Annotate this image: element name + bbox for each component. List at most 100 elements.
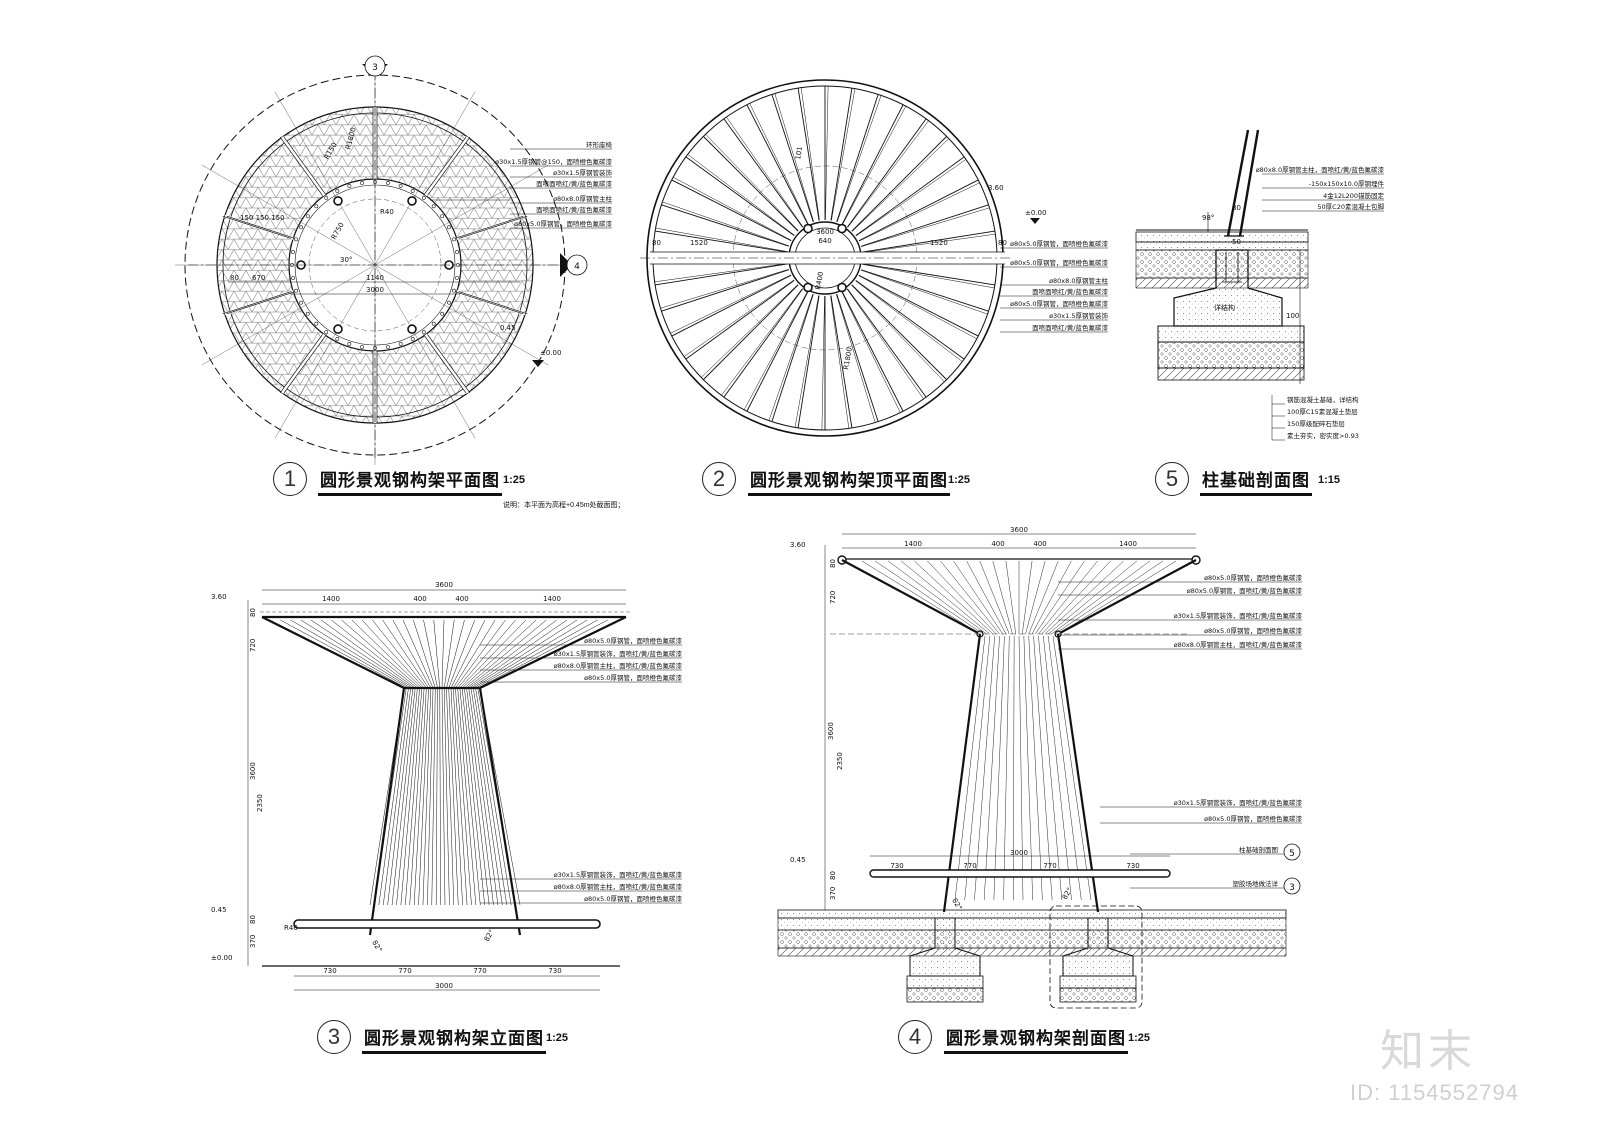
drawing-scale-4: 1:25 (1128, 1032, 1151, 1044)
dim-30deg: 30° (340, 256, 352, 264)
dim-vertical: 2350 (836, 752, 844, 770)
dim-vertical: 720 (249, 639, 257, 652)
level-marker (532, 360, 544, 367)
dim-top: 400 (991, 540, 1004, 548)
main-column (407, 324, 417, 334)
decor-pipe (447, 300, 451, 305)
dim-top: 400 (1033, 540, 1046, 548)
callout: ø30x1.5厚钢管@150，面喷橙色氟碳漆 (495, 157, 612, 166)
angle-82: 82° (950, 897, 963, 912)
decor-pipe (294, 237, 298, 242)
decor-pipe (398, 342, 403, 346)
main-column (837, 282, 847, 293)
dim-3000: 3000 (435, 982, 453, 990)
dim-vertical: 80 (829, 559, 837, 568)
dim-vertical: 2350 (256, 794, 264, 812)
detail-ref-text: 塑胶场地做法详 (1233, 879, 1279, 888)
seat-ring-elevation (293, 919, 601, 929)
detail-ref-circle (1283, 843, 1301, 861)
callout: ø30x1.5厚钢管装饰 (1049, 311, 1108, 320)
callout: ø80x5.0厚钢管，面喷橙色氟碳漆 (1010, 239, 1108, 248)
callout: ø80x5.0厚钢管，面喷橙色氟碳漆 (1204, 573, 1302, 582)
slab (777, 909, 1287, 919)
dim-r400: R400 (814, 271, 825, 290)
callout: ø80x5.0厚钢管，面喷橙色氟碳漆 (1010, 299, 1108, 308)
drawing-number-1: 1 (273, 462, 307, 496)
detail-callout-box (1049, 905, 1143, 1009)
decor-pipe (455, 276, 459, 280)
drawing-title-4: 圆形景观钢构架剖面图 (944, 1024, 1128, 1054)
main-column (803, 223, 813, 234)
dim-80-right: 80 (998, 239, 1007, 247)
callout: ø30x1.5厚钢管装饰，面喷红/黄/蓝色氟碳漆 (1174, 798, 1303, 807)
dim-angle: 98° (1202, 214, 1214, 222)
drawing-number-5: 5 (1155, 462, 1189, 496)
section-mark-4-text: 4 (574, 262, 580, 272)
level-marker (1030, 218, 1040, 224)
dim-vertical: 370 (249, 935, 257, 948)
decor-pipe (440, 214, 445, 219)
dim-top: 400 (455, 595, 468, 603)
decor-pipe (431, 204, 436, 209)
dim-150s: 150 150 150 (240, 214, 285, 222)
callout: ø80x8.0厚钢管主柱 (1049, 276, 1108, 285)
level-360: 3.60 (790, 541, 806, 549)
decor-pipe (291, 276, 295, 280)
dim-vertical: 80 (249, 915, 257, 924)
main-column (333, 324, 343, 334)
dim-80-left: 80 (652, 239, 661, 247)
dim-bottom: 730 (323, 967, 336, 975)
callout: 面喷面喷红/黄/蓝色氟碳漆 (536, 179, 612, 188)
level-000: ±0.00 (211, 954, 232, 962)
callout: ø80x5.0厚钢管，面喷橙色氟碳漆 (584, 636, 682, 645)
footing-gravel (906, 987, 984, 1003)
drawing-scale-1: 1:25 (503, 474, 526, 486)
callout: ø80x8.0厚钢管主柱，面喷红/黄/蓝色氟碳漆 (1174, 640, 1303, 649)
decor-pipe (421, 195, 426, 200)
drawing-number-3: 3 (317, 1020, 351, 1054)
dim-1140: 1140 (366, 274, 384, 282)
main-column (407, 196, 417, 206)
dim-3600: 3600 (816, 228, 834, 236)
dim-bottom: 730 (890, 862, 903, 870)
drawing-title-5: 柱基础剖面图 (1200, 466, 1312, 496)
section-mark-4 (566, 254, 588, 276)
level-360: 3.60 (988, 184, 1004, 192)
dim-r40: R40 (284, 924, 298, 932)
dim-101: 101 (794, 146, 804, 161)
callout: ø30x1.5厚钢管装饰 (553, 168, 612, 177)
footing-section: ø80x8.0厚钢管主柱，面喷红/黄/蓝色氟碳漆-150x150x10.0厚钢埋… (1135, 129, 1385, 441)
decor-pipe (410, 189, 415, 193)
angle-82: 82° (1061, 886, 1074, 901)
dim-bottom: 770 (398, 967, 411, 975)
callout: -150x150x10.0厚钢埋件 (1309, 179, 1385, 188)
drawing-number-2: 2 (702, 462, 736, 496)
footing-pad (906, 975, 984, 989)
callout: ø80x5.0厚钢管，面喷橙色氟碳漆 (514, 219, 612, 228)
callout: ø80x8.0厚钢管主柱 (553, 194, 612, 203)
callout: 面喷面喷红/黄/蓝色氟碳漆 (536, 205, 612, 214)
decor-pipe (305, 214, 310, 219)
slab-base (777, 917, 1287, 931)
callout: 面喷面喷红/黄/蓝色氟碳漆 (1032, 287, 1108, 296)
dim-r40: R40 (380, 208, 394, 216)
detail-ref-text: 柱基础剖面图 (1239, 845, 1278, 854)
dim-vertical: 3600 (249, 762, 257, 780)
decor-pipe (447, 225, 451, 230)
main-column (333, 196, 343, 206)
dim-bottom: 770 (963, 862, 976, 870)
dim-bottom: 730 (548, 967, 561, 975)
dim-top: 1400 (322, 595, 340, 603)
angle-82: 82° (483, 928, 496, 943)
dim-3000: 3000 (1010, 849, 1028, 857)
decor-pipe (291, 250, 295, 254)
decor-pipe (305, 311, 310, 316)
decor-pipe (299, 225, 303, 230)
dim-670: 670 (252, 274, 265, 282)
decor-pipe (294, 288, 298, 293)
decor-pipe (421, 330, 426, 335)
decor-pipe (360, 181, 364, 185)
